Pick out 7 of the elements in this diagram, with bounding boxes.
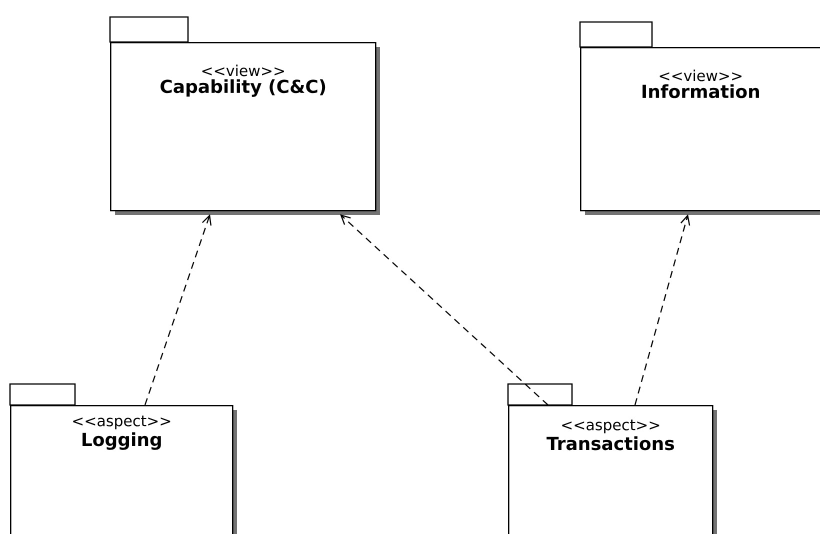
dependency-arrow bbox=[144, 214, 212, 406]
package-box: <<view>> Information bbox=[579, 21, 820, 215]
package-box: <<aspect>> Transactions bbox=[507, 383, 717, 534]
package-box: <<aspect>> Logging bbox=[9, 383, 237, 534]
dependency-arrow bbox=[340, 214, 548, 406]
package-box: <<view>> Capability (C&C) bbox=[109, 16, 380, 215]
dependency-arrow bbox=[634, 214, 690, 406]
